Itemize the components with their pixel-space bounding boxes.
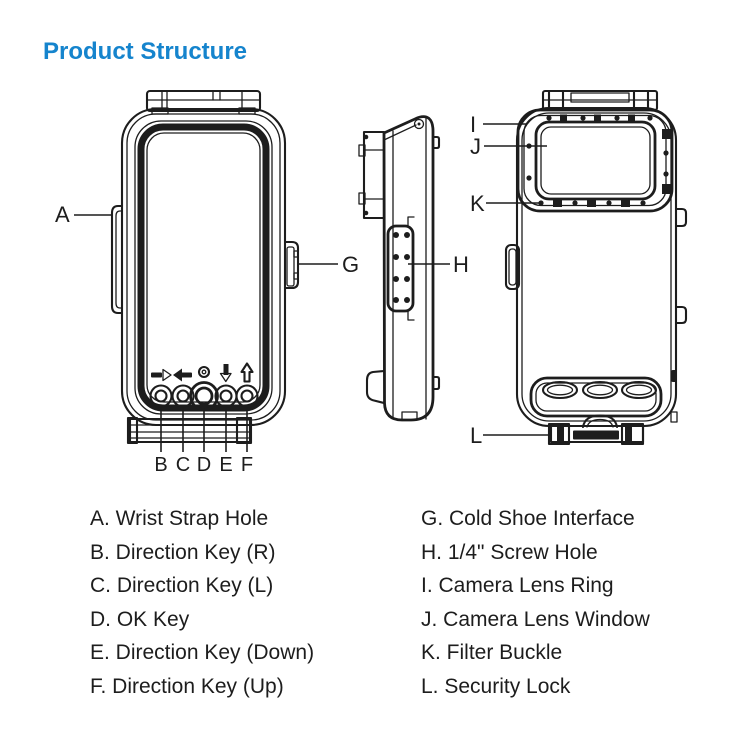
legend-item-c: C. Direction Key (L) [90, 574, 274, 597]
ok-key [189, 381, 219, 411]
legend-item-j: J. Camera Lens Window [421, 607, 650, 631]
direction-key-up [235, 384, 259, 408]
product-diagram: A B C D E F G H I J K L [55, 89, 688, 476]
callout-letter-j: J [470, 134, 481, 159]
left-arrow-icon [173, 368, 192, 382]
callout-letter-b: B [154, 454, 167, 476]
right-arrow-icon [151, 368, 172, 382]
back-grip-bar [529, 376, 663, 418]
page-title: Product Structure [43, 38, 248, 65]
up-arrow-icon [240, 362, 254, 383]
front-case [120, 107, 287, 427]
back-right-bumps [670, 207, 688, 423]
side-body [382, 115, 435, 422]
direction-key-right [149, 384, 173, 408]
legend-item-h: H. 1/4" Screw Hole [421, 540, 598, 564]
cold-shoe-interface [283, 240, 300, 290]
callouts: A B C D E F G H I J K L [55, 112, 551, 476]
callout-letter-f: F [241, 454, 253, 476]
side-lens-ring-profile [358, 130, 386, 220]
side-view [358, 115, 441, 422]
legend-left-column: A. Wrist Strap Hole B. Direction Key (R)… [90, 502, 314, 703]
front-bottom-latch [126, 416, 253, 445]
callout-letter-k: K [470, 191, 485, 216]
legend-right-column: G. Cold Shoe Interface H. 1/4" Screw Hol… [421, 502, 650, 703]
callout-letter-e: E [219, 454, 232, 476]
callout-letter-h: H [453, 252, 469, 277]
side-bottom-foot [365, 369, 418, 421]
callout-letter-d: D [197, 454, 211, 476]
security-lock [547, 414, 645, 446]
callout-letter-a: A [55, 202, 70, 227]
ok-circle-icon [197, 365, 211, 379]
legend-item-d: D. OK Key [90, 607, 190, 631]
legend-item-l: L. Security Lock [421, 674, 571, 698]
back-view [504, 89, 688, 446]
screw-hole-plate [386, 216, 415, 321]
wrist-strap-hole [110, 204, 124, 315]
front-top-buckle [145, 89, 262, 115]
legend-item-k: K. Filter Buckle [421, 641, 563, 664]
back-left-tab [504, 243, 521, 291]
down-arrow-icon [219, 364, 232, 383]
lens-ring-screws [526, 114, 672, 207]
callout-letter-c: C [176, 454, 190, 476]
front-view [110, 89, 300, 452]
legend-item-f: F. Direction Key (Up) [90, 674, 284, 698]
legend-item-a: A. Wrist Strap Hole [90, 507, 269, 530]
legend-item-i: I. Camera Lens Ring [421, 574, 614, 597]
callout-letter-g: G [342, 252, 359, 277]
legend-item-e: E. Direction Key (Down) [90, 641, 315, 664]
button-leader-lines [160, 407, 248, 452]
legend-item-g: G. Cold Shoe Interface [421, 507, 635, 530]
camera-lens-window [534, 120, 657, 201]
legend-item-b: B. Direction Key (R) [90, 540, 276, 564]
callout-letter-l: L [470, 423, 482, 448]
side-right-bumps [431, 135, 441, 391]
direction-key-left [171, 384, 195, 408]
callout-letter-i: I [470, 112, 476, 137]
